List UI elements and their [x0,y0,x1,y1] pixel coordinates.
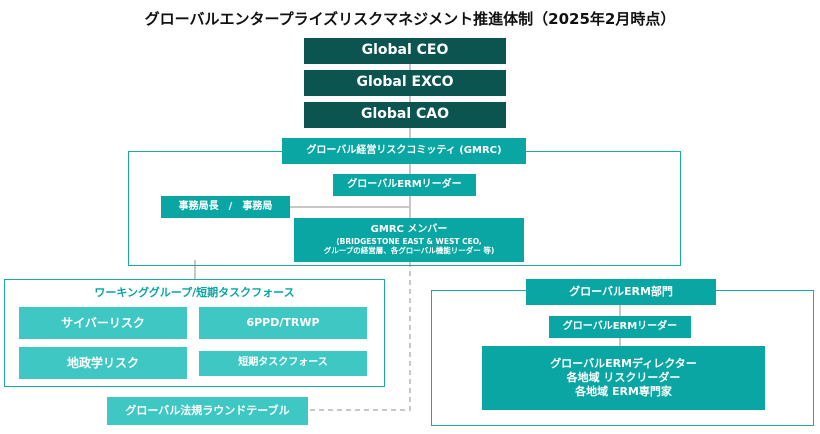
gmrc-erm-leader-label: グローバルERMリーダー [347,178,462,190]
working-item-6ppd: 6PPD/TRWP [199,307,367,339]
secretariat-box: 事務局長 / 事務局 [161,196,290,218]
working-item-taskforce-label: 短期タスクフォース [238,357,328,369]
global-exco-label: Global EXCO [356,74,454,91]
gmrc-header: グローバル経営リスクコミッティ (GMRC) [282,138,526,164]
working-item-cyber: サイバーリスク [19,307,187,339]
regional-risk-leader-label: 各地域 リスクリーダー [566,371,681,385]
erm-dept-header: グローバルERM部門 [526,279,716,305]
erm-dept-leader-label: グローバルERMリーダー [562,320,678,332]
erm-dept-leader-box: グローバルERMリーダー [549,316,691,338]
erm-dept-header-label: グローバルERM部門 [569,285,673,299]
working-group-header: ワーキンググループ/短期タスクフォース [94,286,295,299]
working-group-frame [4,279,385,387]
global-ceo-label: Global CEO [361,42,449,59]
working-item-6ppd-label: 6PPD/TRWP [246,316,320,330]
erm-director-label: グローバルERMディレクター [550,357,697,371]
gmrc-members-box: GMRC メンバー (BRIDGESTONE EAST & WEST CEO, … [294,218,524,262]
working-item-geopolitical: 地政学リスク [19,347,187,379]
gmrc-erm-leader-box: グローバルERMリーダー [333,174,476,196]
working-item-taskforce: 短期タスクフォース [199,351,367,376]
global-cao-label: Global CAO [360,106,450,123]
gmrc-members-title: GMRC メンバー [370,224,448,236]
roundtable-box: グローバル法規ラウンドテーブル [107,397,308,425]
gmrc-members-line1: (BRIDGESTONE EAST & WEST CEO, [336,236,482,246]
page-title: グローバルエンタープライズリスクマネジメント推進体制（2025年2月時点） [144,10,676,28]
global-exco-box: Global EXCO [304,70,506,96]
gmrc-members-line2: グループの経営層、各グローバル機能リーダー 等) [323,246,495,256]
working-item-geopolitical-label: 地政学リスク [66,355,139,370]
roundtable-dashed-connector [308,262,411,411]
gmrc-header-label: グローバル経営リスクコミッティ (GMRC) [306,144,502,156]
roundtable-label: グローバル法規ラウンドテーブル [125,404,290,418]
regional-erm-specialist-label: 各地域 ERM専門家 [575,384,672,398]
erm-dept-detail-box: グローバルERMディレクター 各地域 リスクリーダー 各地域 ERM専門家 [482,346,765,410]
working-item-cyber-label: サイバーリスク [61,315,145,330]
global-ceo-box: Global CEO [304,38,506,64]
secretariat-label: 事務局長 / 事務局 [178,200,273,212]
global-cao-box: Global CAO [304,102,506,128]
